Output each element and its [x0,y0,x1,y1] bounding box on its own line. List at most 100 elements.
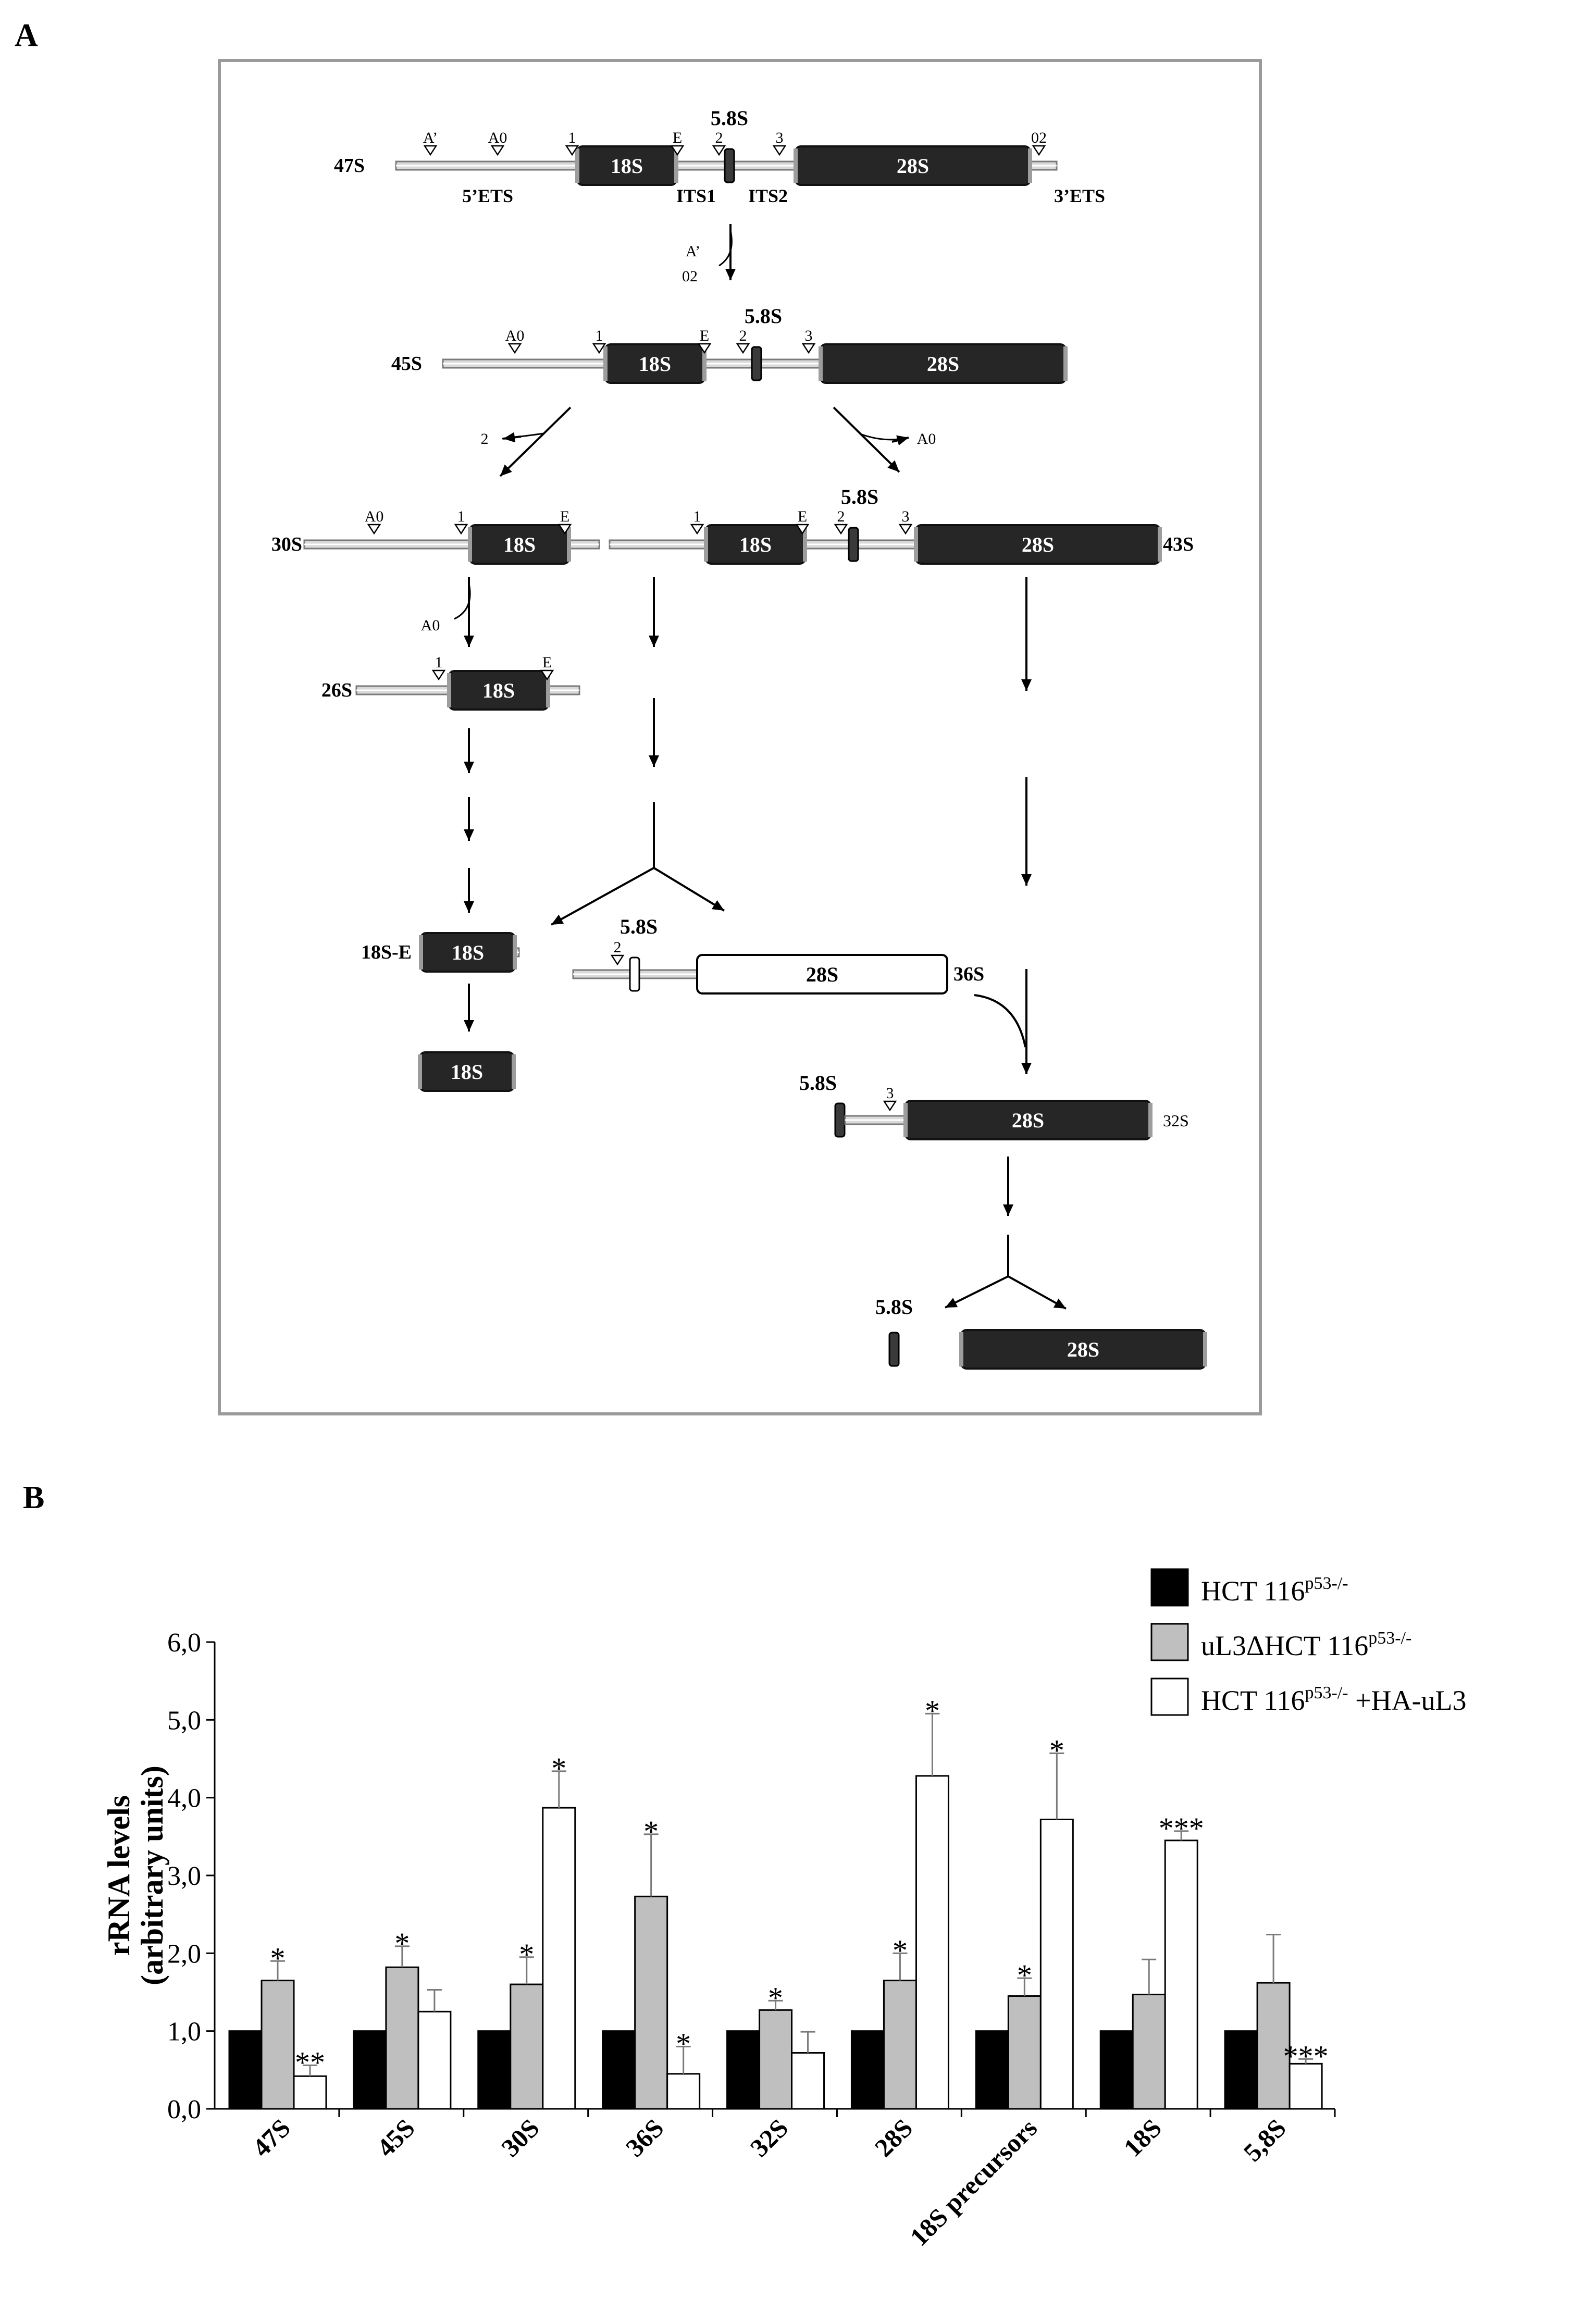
bar [477,2030,512,2110]
significance-label: * [893,1933,908,1967]
bar [1224,2030,1258,2110]
y-tick-label: 6,0 [167,1628,201,1658]
rrna-18s-block-cap-left [419,935,423,970]
cleavage-site-icon [454,524,468,535]
bar [726,2030,761,2110]
region-its1-label: ITS1 [676,185,716,206]
x-category-label: 47S [246,2113,296,2163]
arrow-45s-to-30s [499,406,572,477]
rrna-18s-block: 18S [603,343,707,384]
bar [1132,1993,1166,2110]
arrowhead-icon [464,636,474,647]
x-category-label: 28S [869,2113,919,2163]
cleavage-site-icon [712,145,726,156]
arrowhead-icon [887,460,899,472]
rrna-28s-block-cap-left [819,346,823,381]
rrna-28s-block-label: 28S [1012,1109,1044,1132]
significance-label: *** [1159,1811,1204,1845]
cleavage-curve [718,230,733,267]
arrowhead-icon [649,755,659,767]
y-axis-subtitle: (arbitrary units) [135,1766,169,1985]
x-category-label: 30S [495,2113,545,2163]
mature-28s-block: 28S [959,1329,1207,1370]
bar [883,1980,917,2110]
intermediate-18s-e-label: 18S-E [361,941,412,963]
cleavage-site-label: 02 [1031,129,1047,146]
arrowhead-icon [551,914,564,925]
cleavage-site-icon [670,145,685,156]
rrna-18s-block-cap-left [575,148,579,183]
arrowhead-icon [1021,679,1032,691]
cleavage-site-icon [1032,145,1046,156]
significance-label: ** [295,2045,325,2079]
cleavage-site-icon [557,524,572,535]
legend-entry: uL3ΔHCT 116p53-/- [1201,1629,1411,1661]
arrowhead-icon [464,829,474,841]
cleavage-site-label: A0 [505,327,525,344]
rrna-28s-block-cap-left [903,1103,908,1137]
x-category-label: 5,8S [1238,2113,1292,2167]
bar [293,2075,327,2110]
cleavage-site-label: 2 [614,939,622,956]
rrna-18s-block-label: 18S [739,533,772,556]
x-category-label: 32S [745,2113,794,2163]
region-3ets-label: 3’ETS [1054,185,1105,206]
mature-18s-block: 18S [418,1051,516,1092]
rrna-28s-block-label: 28S [927,352,959,376]
x-category-label: 36S [620,2113,670,2163]
region-its2-label: ITS2 [748,185,788,206]
arrow-line [653,867,725,912]
bar [634,1895,668,2110]
y-tick-label: 4,0 [167,1784,201,1813]
precursor-45s-label: 45S [391,353,422,375]
cleavage-site-label: 1 [596,327,603,344]
arrowhead-icon [464,901,474,913]
bar [1007,1995,1042,2110]
significance-label: *** [1283,2039,1329,2073]
bar [1288,2062,1323,2110]
rrna-28s-block: 28S [794,145,1032,186]
rrna-18s-block-cap-left [704,527,708,562]
bar [1256,1982,1291,2110]
bar [417,2010,452,2110]
cleavage-site-icon [431,669,446,681]
rrna-28s-block-white: 28S [696,954,948,995]
significance-label: * [519,1937,534,1971]
region-5ets-label: 5’ETS [462,185,513,206]
cleavage-site-label: E [798,508,807,525]
cleavage-site-icon [592,343,606,354]
arrowhead-icon [712,900,724,911]
precursor-36s-label: 36S [953,963,984,985]
bar [385,1966,419,2110]
bar [975,2030,1009,2110]
cleavage-site-label: 2 [837,508,845,525]
rrna-18s-block-cap-right [803,527,807,562]
rrna-18s-block-cap-left [447,673,451,707]
panel-b-label: B [23,1480,44,1515]
bar [1099,2030,1134,2110]
cleavage-site-label: E [673,129,682,146]
legend-swatch [1150,1623,1189,1661]
cleavage-02-label: 02 [682,268,698,285]
y-axis-title: rRNA levels [102,1795,136,1956]
bar [228,2030,263,2110]
significance-label: * [925,1694,940,1728]
rrna-18s-block: 18S [575,145,678,186]
cleavage-site-icon [736,343,750,354]
significance-label: * [676,2027,691,2061]
y-tick-label: 0,0 [167,2095,201,2124]
significance-label: * [643,1815,659,1848]
rrna-18s-block-cap-left [603,346,608,381]
arrowhead-icon [945,1298,958,1308]
y-tick-label: 2,0 [167,1939,201,1969]
rrna-28s-block-white-box [696,954,948,995]
arrowhead-icon [500,464,512,476]
cleavage-site-icon [367,524,381,535]
rrna-28s-block: 28S [914,524,1162,565]
rrna-5-8s-mini-block [834,1102,846,1138]
arrowhead-icon [1053,1298,1066,1309]
rrna-18s-block-label: 18S [452,941,484,964]
cleavage-site-icon [898,524,913,535]
arrowhead-icon [725,269,736,280]
